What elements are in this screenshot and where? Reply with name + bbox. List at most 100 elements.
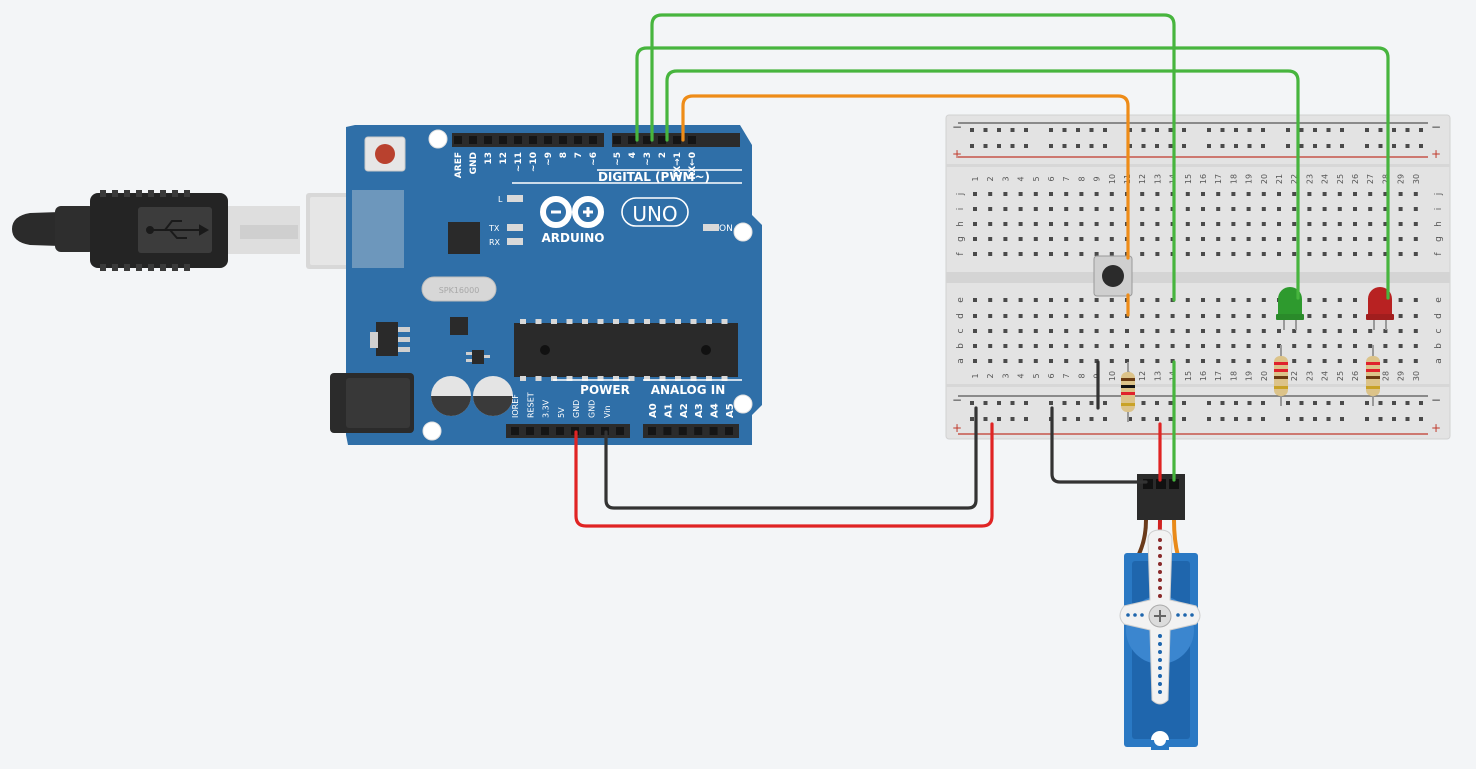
digital-pin-socket[interactable] (613, 136, 621, 144)
wire-5v-to-rail[interactable] (574, 422, 994, 528)
svg-text:25: 25 (1336, 174, 1345, 184)
digital-pin-label: TX→1 (673, 152, 683, 179)
usb-controller-chip (448, 222, 480, 254)
digital-pin-label: 4 (628, 152, 638, 158)
digital-pin-socket[interactable] (589, 136, 597, 144)
wire-servo-ground[interactable] (1050, 406, 1148, 484)
digital-pin-socket[interactable] (514, 136, 522, 144)
wire-pin6-red-led[interactable] (635, 46, 1390, 300)
analog-pin-socket[interactable] (678, 427, 687, 435)
svg-text:15: 15 (1184, 174, 1193, 184)
svg-text:i: i (956, 208, 966, 211)
digital-pin-label: 2 (658, 152, 668, 158)
wire-gnd-to-rail[interactable] (604, 406, 978, 510)
digital-pin-label: 13 (484, 152, 494, 165)
digital-pin-socket[interactable] (628, 136, 636, 144)
digital-pin-socket[interactable] (559, 136, 567, 144)
svg-text:22: 22 (1290, 371, 1299, 381)
power-pin-socket[interactable] (616, 427, 624, 435)
svg-text:16: 16 (1199, 371, 1208, 381)
svg-text:6: 6 (1047, 373, 1056, 378)
power-jack[interactable] (330, 373, 414, 433)
reset-button[interactable] (364, 136, 406, 172)
servo-motor[interactable] (1119, 474, 1201, 750)
svg-text:h: h (956, 221, 966, 227)
svg-text:2: 2 (986, 373, 995, 378)
digital-pin-socket[interactable] (529, 136, 537, 144)
wire-pin4-green-led[interactable] (665, 69, 1300, 300)
digital-pin-sockets[interactable] (454, 136, 696, 144)
power-pin-label: IOREF (511, 394, 520, 418)
analog-pin-socket[interactable] (694, 427, 703, 435)
green-led[interactable] (1276, 287, 1304, 330)
svg-text:5: 5 (1032, 373, 1041, 378)
svg-text:3: 3 (1001, 373, 1010, 378)
red-led[interactable] (1366, 287, 1394, 330)
svg-text:10: 10 (1108, 371, 1117, 381)
svg-text:13: 13 (1153, 174, 1162, 184)
power-pin-sockets[interactable] (511, 427, 733, 435)
power-pin-socket[interactable] (526, 427, 534, 435)
svg-text:7: 7 (1062, 373, 1071, 378)
analog-pin-socket[interactable] (709, 427, 718, 435)
digital-pin-socket[interactable] (658, 136, 666, 144)
digital-pin-socket[interactable] (673, 136, 681, 144)
breadboard-holes[interactable] (970, 128, 1423, 421)
digital-pin-label: AREF (454, 152, 464, 178)
svg-text:h: h (1434, 221, 1444, 227)
power-header-label: POWER (580, 383, 630, 397)
led-rx-label: RX (489, 238, 501, 247)
pushbutton[interactable] (1093, 255, 1133, 297)
digital-pin-label: ~11 (514, 152, 524, 172)
digital-pin-socket[interactable] (574, 136, 582, 144)
power-pin-socket[interactable] (556, 427, 564, 435)
resistor-red-led[interactable] (1366, 345, 1380, 406)
analog-header-label: ANALOG IN (651, 383, 726, 397)
digital-pin-label: 12 (499, 152, 509, 165)
digital-pin-label: ~6 (589, 152, 599, 166)
svg-text:a: a (1434, 358, 1444, 364)
digital-pin-socket[interactable] (688, 136, 696, 144)
svg-text:6: 6 (1047, 176, 1056, 181)
svg-text:28: 28 (1381, 174, 1390, 184)
power-pin-socket[interactable] (541, 427, 549, 435)
power-pin-socket[interactable] (586, 427, 594, 435)
wire-pin3-button[interactable] (681, 94, 1130, 260)
svg-text:g: g (1434, 236, 1444, 242)
analog-pin-socket[interactable] (663, 427, 672, 435)
digital-pin-socket[interactable] (469, 136, 477, 144)
power-pin-label: 3.3V (542, 399, 551, 418)
resistor-button[interactable] (1121, 362, 1135, 422)
digital-pin-socket[interactable] (643, 136, 651, 144)
digital-pin-label: RX←0 (688, 152, 698, 180)
voltage-regulator (370, 322, 410, 356)
wire-pin5-servo-top[interactable] (650, 13, 1176, 302)
digital-pin-socket[interactable] (454, 136, 462, 144)
svg-text:28: 28 (1381, 371, 1390, 381)
power-pin-socket[interactable] (511, 427, 519, 435)
svg-text:3: 3 (1001, 176, 1010, 181)
svg-text:25: 25 (1336, 371, 1345, 381)
svg-text:23: 23 (1305, 371, 1314, 381)
analog-pin-socket[interactable] (648, 427, 656, 435)
svg-text:15: 15 (1184, 371, 1193, 381)
digital-pin-socket[interactable] (499, 136, 507, 144)
resistor-green-led[interactable] (1274, 345, 1288, 406)
digital-pin-label: ~3 (643, 152, 653, 166)
svg-text:j: j (956, 193, 966, 197)
svg-text:29: 29 (1397, 371, 1406, 381)
power-pin-label: GND (588, 400, 597, 418)
svg-text:5: 5 (1032, 176, 1041, 181)
svg-text:9: 9 (1093, 176, 1102, 181)
analog-pin-socket[interactable] (725, 427, 733, 435)
digital-pin-socket[interactable] (484, 136, 492, 144)
transistor (466, 350, 490, 364)
svg-text:17: 17 (1214, 371, 1223, 381)
svg-text:e: e (1434, 297, 1444, 303)
led-l-label: L (498, 195, 503, 204)
svg-text:27: 27 (1366, 174, 1375, 184)
digital-pin-socket[interactable] (544, 136, 552, 144)
digital-header-label: DIGITAL (PWM~) (598, 170, 710, 184)
